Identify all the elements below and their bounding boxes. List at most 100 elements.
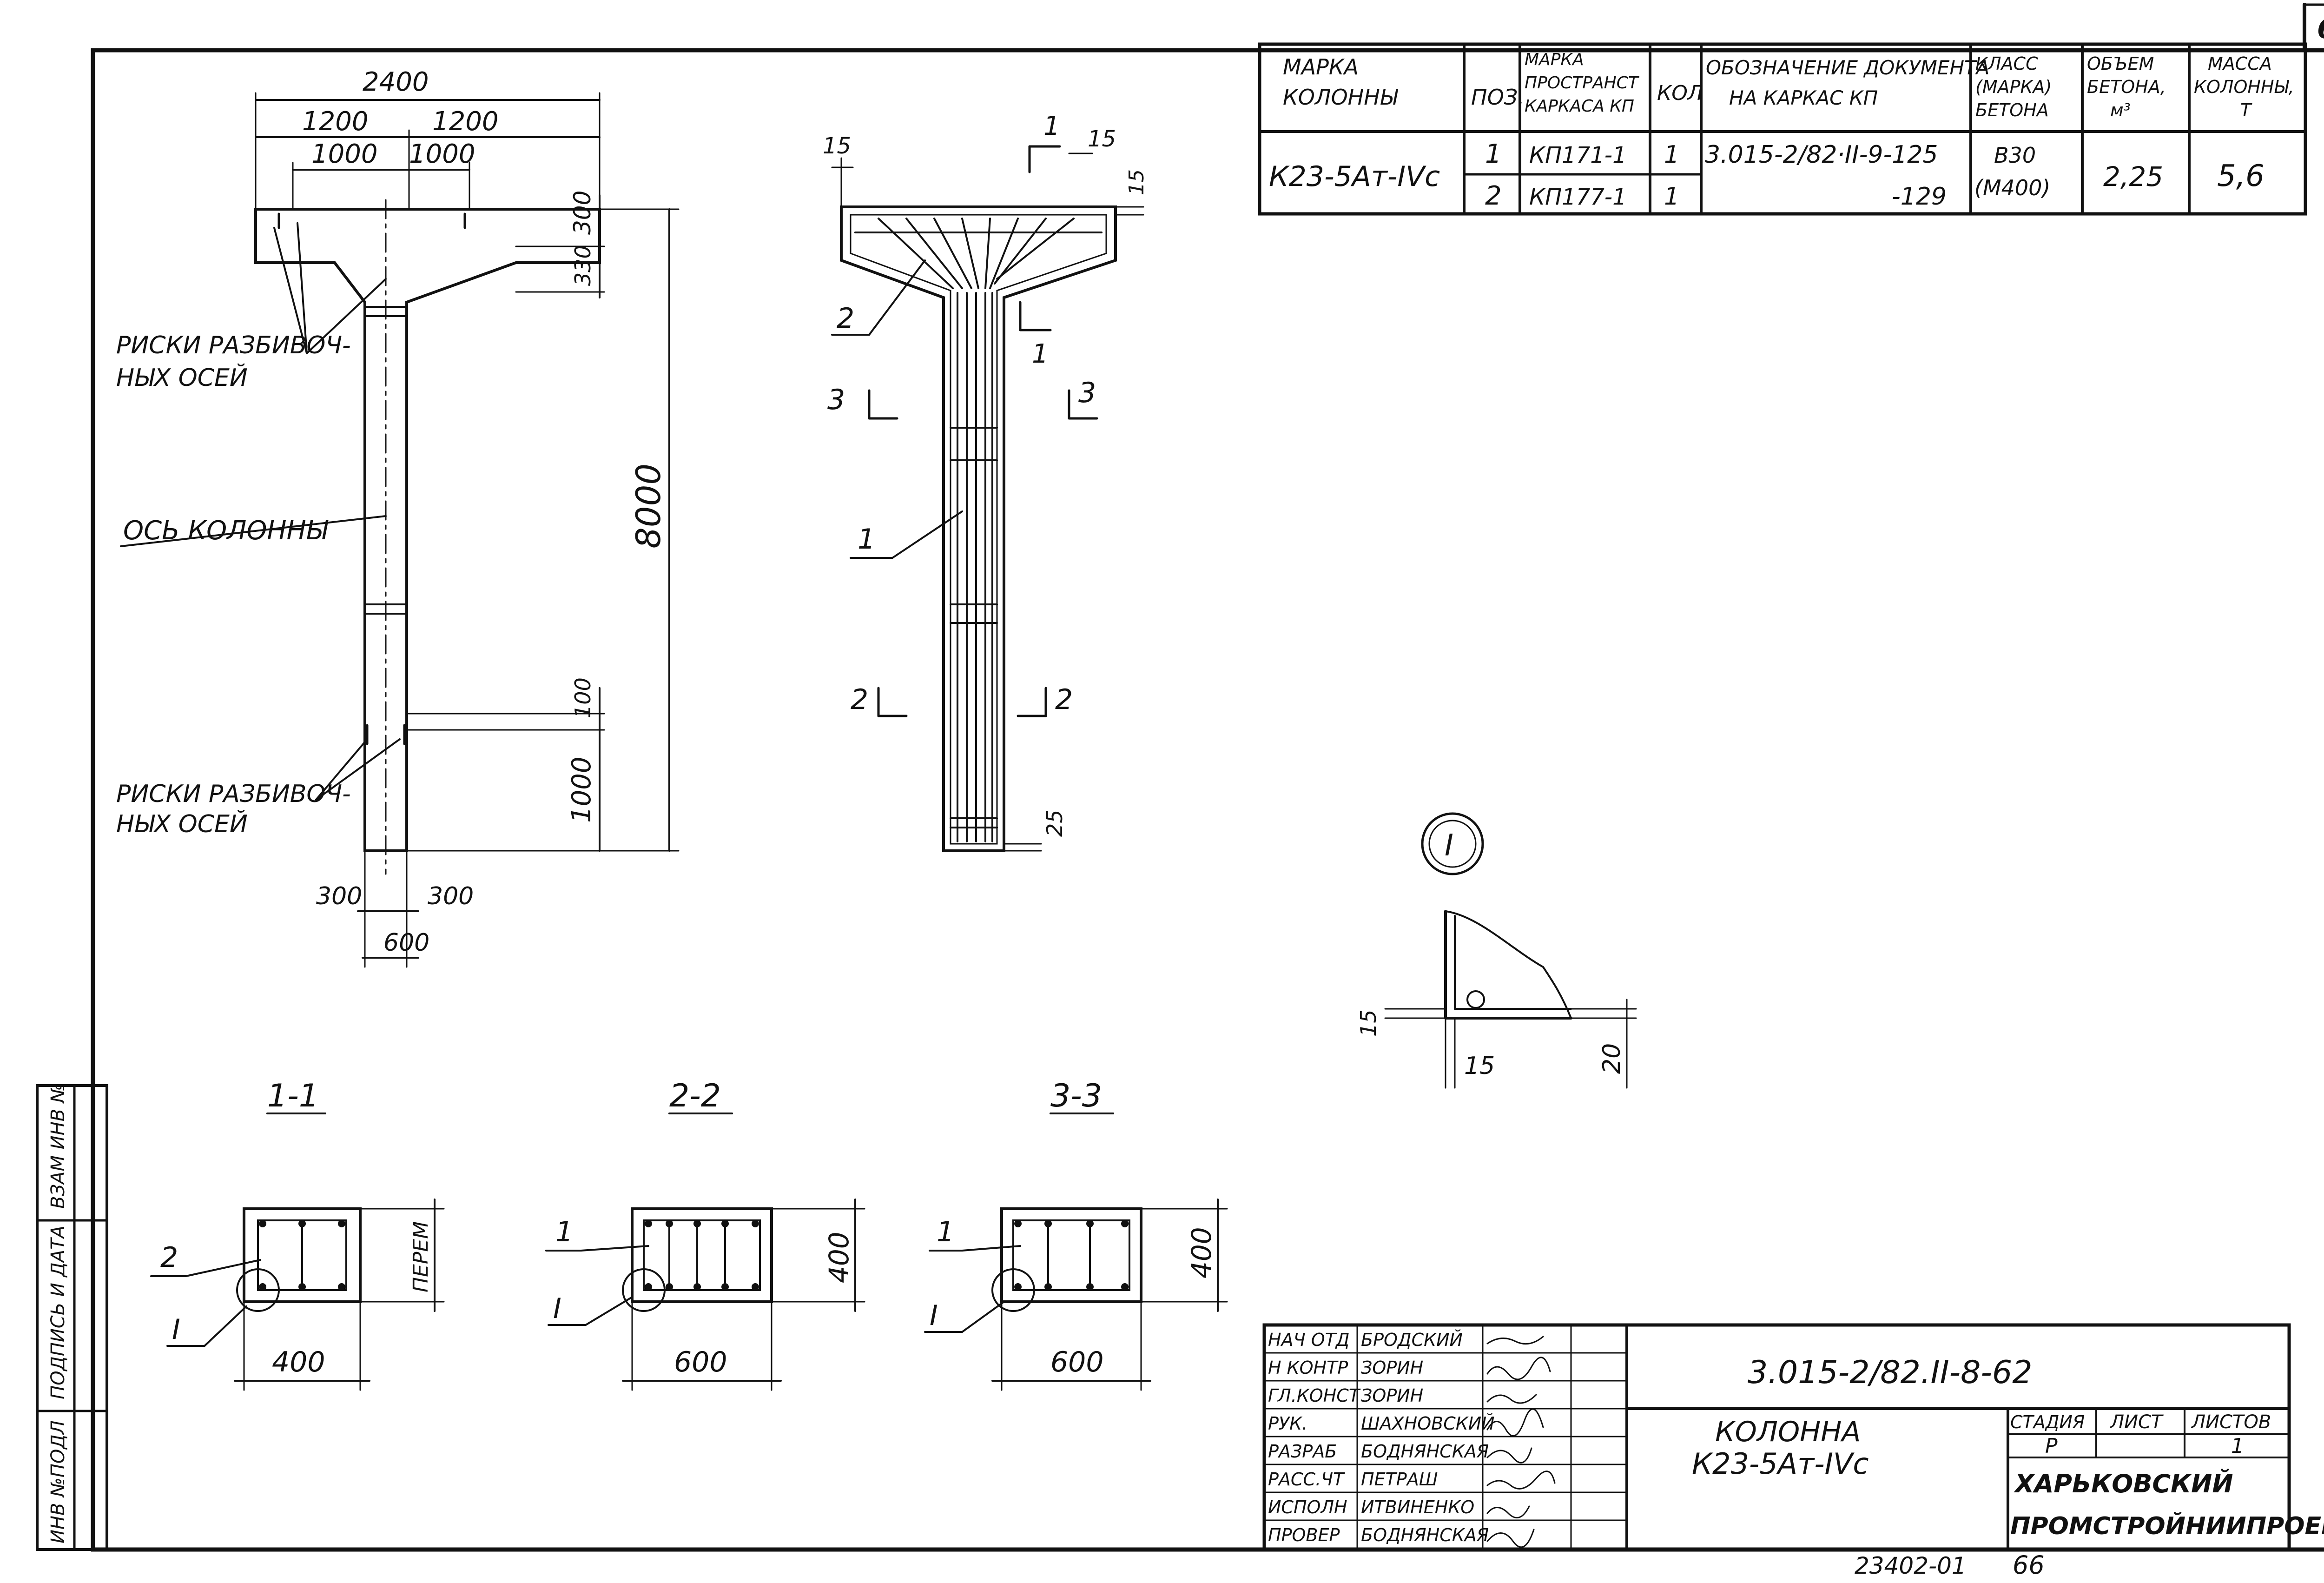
tb-name-0: БРОДСКИЙ xyxy=(1361,1330,1463,1350)
tb-name-line1: КОЛОННА xyxy=(1715,1416,1861,1448)
dim-15-b: 15 xyxy=(1088,126,1116,152)
dim-300-bottom-right: 300 xyxy=(428,882,474,910)
cut-1-bottom: 1 xyxy=(1032,339,1049,369)
cut-3-left: 3 xyxy=(827,384,845,416)
pos-2-label: 2 xyxy=(837,302,854,335)
detail-dim-15-a: 15 xyxy=(1356,1009,1381,1037)
section-2-2-height: 400 xyxy=(823,1232,855,1283)
tb-role-0: НАЧ ОТД xyxy=(1268,1330,1350,1350)
footer: 23402-01 66 xyxy=(1855,1550,2045,1580)
spec-row1-doc: 3.015-2/82·II-9-125 xyxy=(1705,141,1938,169)
cut-3-right: 3 xyxy=(1078,377,1096,409)
sheet-number: 65 xyxy=(2317,13,2324,45)
section-2-2-title: 2-2 xyxy=(669,1078,721,1114)
spec-row1-pos: 1 xyxy=(1485,139,1502,169)
cut-1-top: 1 xyxy=(1043,111,1060,141)
dim-1000-left: 1000 xyxy=(311,139,378,169)
reinforcement-view: 3 3 2 2 1 1 15 15 15 25 2 1 xyxy=(823,111,1149,852)
tb-role-4: РАЗРАБ xyxy=(1268,1441,1337,1462)
title-block: НАЧ ОТД БРОДСКИЙ Н КОНТР ЗОРИН ГЛ.КОНСТ … xyxy=(1262,1323,2324,1551)
tb-role-3: РУК. xyxy=(1268,1413,1307,1434)
dim-100: 100 xyxy=(570,677,595,718)
tb-name-4: БОДНЯНСКАЯ xyxy=(1361,1441,1489,1462)
spec-row1-frame: КП171-1 xyxy=(1529,142,1627,168)
label-column-axis: ОСЬ КОЛОННЫ xyxy=(123,516,329,546)
spec-mass: 5,6 xyxy=(2217,159,2265,193)
dim-25: 25 xyxy=(1042,809,1067,837)
dim-300-top: 300 xyxy=(569,191,596,235)
dim-15-c: 15 xyxy=(1125,169,1149,195)
footer-page: 66 xyxy=(2013,1550,2045,1580)
spec-header-class: КЛАСС(МАРКА)БЕТОНА xyxy=(1975,53,2052,120)
spec-header-qty: КОЛ xyxy=(1657,81,1703,105)
section-1-1-pos: 2 xyxy=(160,1241,178,1274)
label-marks-bottom: РИСКИ РАЗБИВОЧ-НЫХ ОСЕЙ xyxy=(116,780,351,838)
tb-org-line1: ХАРЬКОВСКИЙ xyxy=(2014,1469,2233,1498)
section-2-2-width: 600 xyxy=(674,1346,727,1378)
dim-8000: 8000 xyxy=(629,464,668,549)
footer-archive: 23402-01 xyxy=(1855,1552,1967,1579)
sheet-frame: 65 xyxy=(91,3,2324,1552)
section-1-1-title: 1-1 xyxy=(267,1078,319,1114)
dim-15-a: 15 xyxy=(823,133,851,159)
cut-2-left: 2 xyxy=(851,683,868,716)
tb-stage: Р xyxy=(2045,1434,2058,1458)
dim-600: 600 xyxy=(383,929,429,957)
section-2-2: 2-2 1 I 600 400 xyxy=(545,1078,865,1391)
section-2-2-detail: I xyxy=(553,1292,561,1325)
spec-row1-qty: 1 xyxy=(1664,141,1679,169)
margin-instead-inv: ВЗАМ ИНВ № xyxy=(47,1084,69,1209)
spec-concrete-grade: (М400) xyxy=(1974,175,2050,200)
dim-300-bottom-left: 300 xyxy=(316,882,362,910)
tb-stage-header: СТАДИЯ xyxy=(2010,1412,2085,1432)
dim-330: 330 xyxy=(570,245,595,286)
section-3-3-width: 600 xyxy=(1050,1346,1104,1378)
tb-role-5: РАСС.ЧТ xyxy=(1268,1469,1345,1490)
tb-sheets: 1 xyxy=(2231,1434,2244,1458)
tb-org-line2: ПРОМСТРОЙНИИПРОЕКТ xyxy=(2010,1512,2324,1540)
section-1-1-width: 400 xyxy=(272,1346,325,1378)
cut-2-right: 2 xyxy=(1055,683,1073,716)
tb-name-6: ИТВИНЕНКО xyxy=(1361,1497,1474,1517)
tb-role-1: Н КОНТР xyxy=(1268,1358,1348,1378)
dim-1200-right: 1200 xyxy=(432,106,499,137)
detail-dim-15-b: 15 xyxy=(1464,1052,1495,1080)
spec-concrete-class: В30 xyxy=(1994,143,2036,168)
detail-I: I 15 15 20 xyxy=(1356,812,1637,1089)
spec-volume: 2,25 xyxy=(2103,161,2163,192)
label-marks-top: РИСКИ РАЗБИВОЧ-НЫХ ОСЕЙ xyxy=(116,331,351,392)
tb-sheets-header: ЛИСТОВ xyxy=(2191,1411,2271,1433)
dim-1000-bottom: 1000 xyxy=(567,756,597,823)
section-3-3-pos: 1 xyxy=(937,1216,954,1248)
pos-1-label: 1 xyxy=(858,523,875,556)
tb-name-line2: К23-5Ат-IVс xyxy=(1692,1447,1868,1481)
section-1-1: 1-1 2 I 400 ПЕРЕМ xyxy=(150,1078,445,1391)
margin-stamp: ИНВ №ПОДЛ ПОДПИСЬ И ДАТА ВЗАМ ИНВ № xyxy=(36,1084,108,1551)
dim-1200-left: 1200 xyxy=(302,106,369,137)
tb-name-2: ЗОРИН xyxy=(1361,1385,1423,1406)
detail-I-label: I xyxy=(1445,828,1453,863)
tb-sheet-header: ЛИСТ xyxy=(2109,1411,2164,1433)
margin-inv-orig: ИНВ №ПОДЛ xyxy=(47,1420,69,1543)
tb-role-7: ПРОВЕР xyxy=(1268,1525,1340,1545)
dim-1000-right: 1000 xyxy=(409,139,475,169)
spec-row2-frame: КП177-1 xyxy=(1529,184,1627,210)
tb-name-7: БОДНЯНСКАЯ xyxy=(1361,1525,1489,1545)
section-3-3-detail: I xyxy=(930,1299,938,1332)
tb-role-6: ИСПОЛН xyxy=(1268,1497,1347,1517)
section-3-3-title: 3-3 xyxy=(1050,1078,1102,1114)
section-1-1-height: ПЕРЕМ xyxy=(409,1221,433,1292)
section-2-2-pos: 1 xyxy=(555,1216,573,1248)
tb-name-5: ПЕТРАШ xyxy=(1361,1469,1438,1490)
section-1-1-detail: I xyxy=(172,1313,180,1346)
spec-row2-doc: -129 xyxy=(1892,183,1947,211)
tb-name-3: ШАХНОВСКИЙ xyxy=(1361,1413,1495,1434)
tb-name-1: ЗОРИН xyxy=(1361,1358,1423,1378)
